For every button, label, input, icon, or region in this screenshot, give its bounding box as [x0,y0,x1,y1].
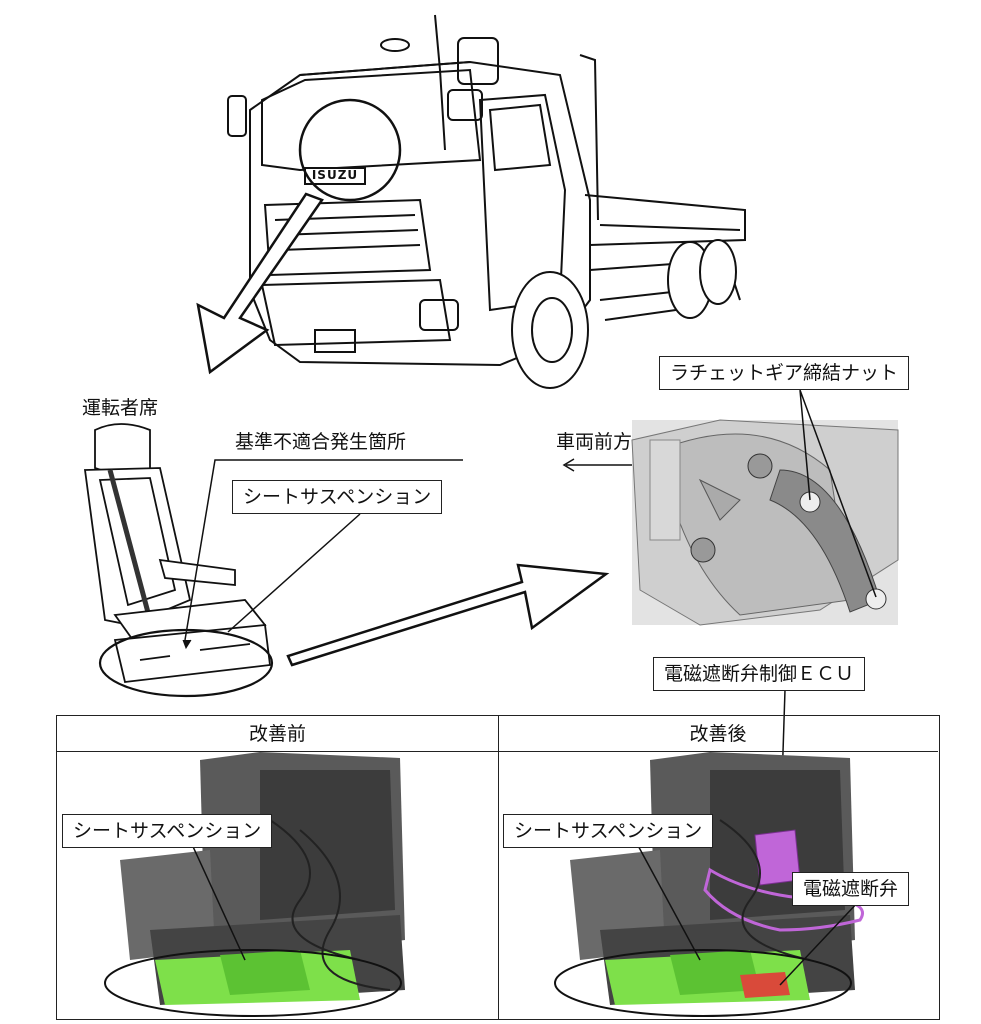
seat-suspension-leader [227,513,361,633]
table-divider [498,716,499,1019]
after-ellipse [554,949,852,1017]
truck-logo: ISUZU [311,168,359,182]
before-seat-suspension-callout: シートサスペンション [62,814,273,848]
seat-to-ratchet-arrow [286,563,610,667]
after-seat-image [570,752,864,1005]
before-leader [189,839,246,961]
truck-to-seat-arrow [196,192,324,375]
nonconformity-label: 基準不適合発生箇所 [235,431,407,453]
ecu-callout: 電磁遮断弁制御ＥＣＵ [653,657,866,691]
valve-callout: 電磁遮断弁 [792,872,910,906]
ratchet-nut-leader [799,389,877,598]
truck-illustration [227,14,746,389]
comparison-table: 改善前 改善後 [56,715,940,1020]
driver-seat-label: 運転者席 [82,397,159,419]
ratchet-mechanism-image [631,419,899,626]
cab-focus-circle [298,98,402,202]
before-seat-image [120,752,405,1005]
valve-leader [779,899,861,986]
after-leader [634,839,701,961]
before-ellipse [104,949,402,1017]
driver-seat-illustration [83,423,272,683]
vehicle-front-arrow [562,458,575,472]
vehicle-front-label: 車両前方 [556,431,633,453]
after-header: 改善後 [498,716,938,752]
after-seat-suspension-callout: シートサスペンション [503,814,714,848]
ratchet-nut-callout: ラチェットギア締結ナット [659,356,910,390]
nonconformity-leader [184,459,463,641]
seat-suspension-callout: シートサスペンション [232,480,443,514]
before-header: 改善前 [57,716,498,752]
